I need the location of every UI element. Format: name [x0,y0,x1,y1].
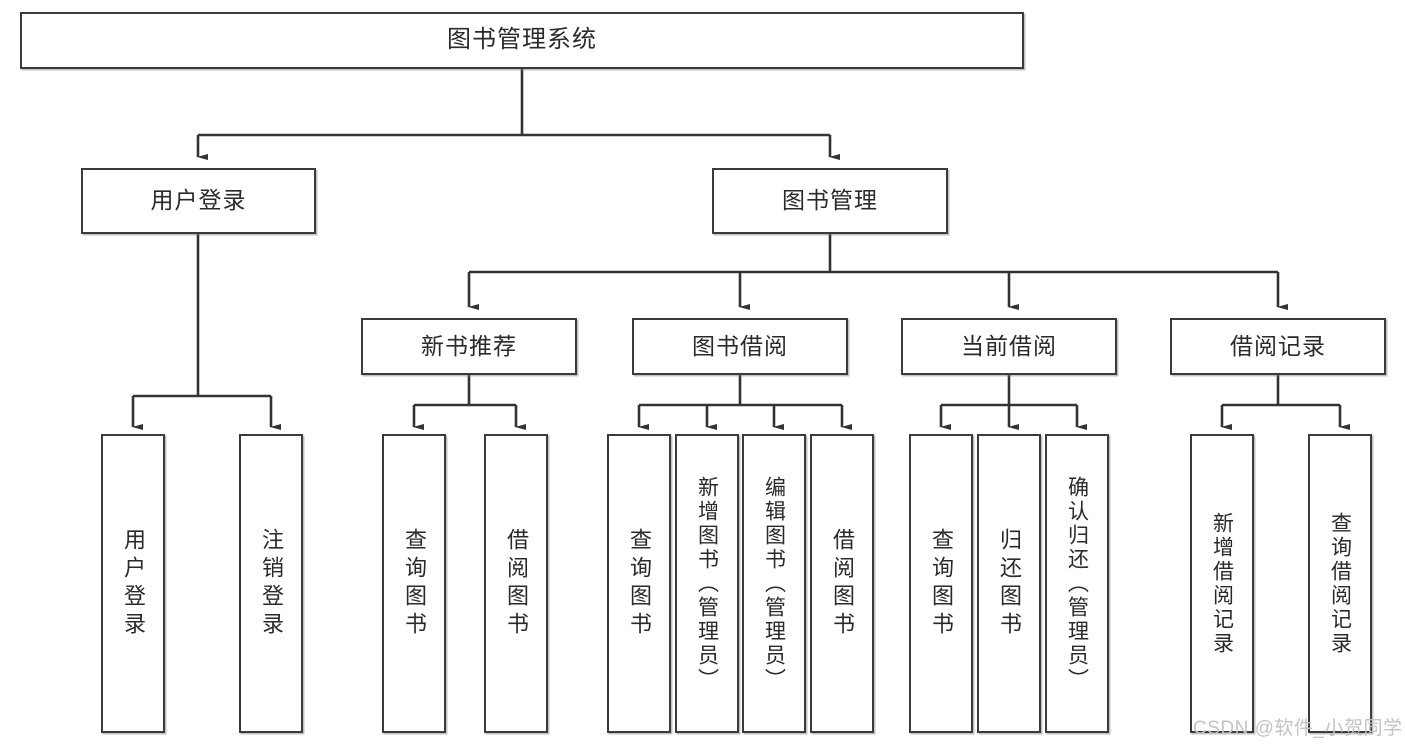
node-label: 新增借阅记录 [1210,511,1234,656]
node-book-borrow[interactable]: 图书借阅 [632,318,848,375]
node-label: 图书管理系统 [447,26,597,54]
node-label: 确认归还（管理员） [1065,475,1089,692]
node-label: 归还图书 [997,527,1022,640]
leaf-user-login-logout[interactable]: 注销登录 [239,434,303,733]
leaf-book-borrow-borrow-book[interactable]: 借阅图书 [810,434,874,733]
node-book-management[interactable]: 图书管理 [712,168,948,234]
leaf-new-book-borrow-book[interactable]: 借阅图书 [484,434,548,733]
node-label: 查询借阅记录 [1328,511,1352,656]
node-label: 用户登录 [121,527,146,640]
node-borrow-record[interactable]: 借阅记录 [1170,318,1386,375]
leaf-borrow-record-query-record[interactable]: 查询借阅记录 [1308,434,1372,733]
leaf-current-borrow-return-book[interactable]: 归还图书 [977,434,1041,733]
leaf-book-borrow-query-book[interactable]: 查询图书 [607,434,671,733]
node-label: 新书推荐 [421,332,517,359]
leaf-current-borrow-query-book[interactable]: 查询图书 [909,434,973,733]
node-label: 借阅图书 [830,527,855,640]
node-root-system[interactable]: 图书管理系统 [20,12,1024,69]
leaf-new-book-query-book[interactable]: 查询图书 [382,434,446,733]
node-new-book-recommend[interactable]: 新书推荐 [361,318,577,375]
node-user-login[interactable]: 用户登录 [81,168,316,234]
node-label: 用户登录 [150,187,247,214]
leaf-book-borrow-add-book-admin[interactable]: 新增图书（管理员） [675,434,739,733]
leaf-current-borrow-confirm-return-admin[interactable]: 确认归还（管理员） [1045,434,1109,733]
node-label: 注销登录 [259,527,284,640]
leaf-user-login-login[interactable]: 用户登录 [101,434,165,733]
node-label: 借阅记录 [1230,332,1326,359]
node-label: 借阅图书 [504,527,529,640]
node-current-borrow[interactable]: 当前借阅 [901,318,1117,375]
node-label: 当前借阅 [961,332,1057,359]
node-label: 图书借阅 [692,332,788,359]
leaf-book-borrow-edit-book-admin[interactable]: 编辑图书（管理员） [742,434,806,733]
leaf-borrow-record-add-record[interactable]: 新增借阅记录 [1190,434,1254,733]
node-label: 编辑图书（管理员） [762,475,786,692]
node-label: 新增图书（管理员） [695,475,719,692]
node-label: 查询图书 [627,527,652,640]
node-label: 查询图书 [929,527,954,640]
node-label: 查询图书 [402,527,427,640]
node-label: 图书管理 [782,187,878,214]
